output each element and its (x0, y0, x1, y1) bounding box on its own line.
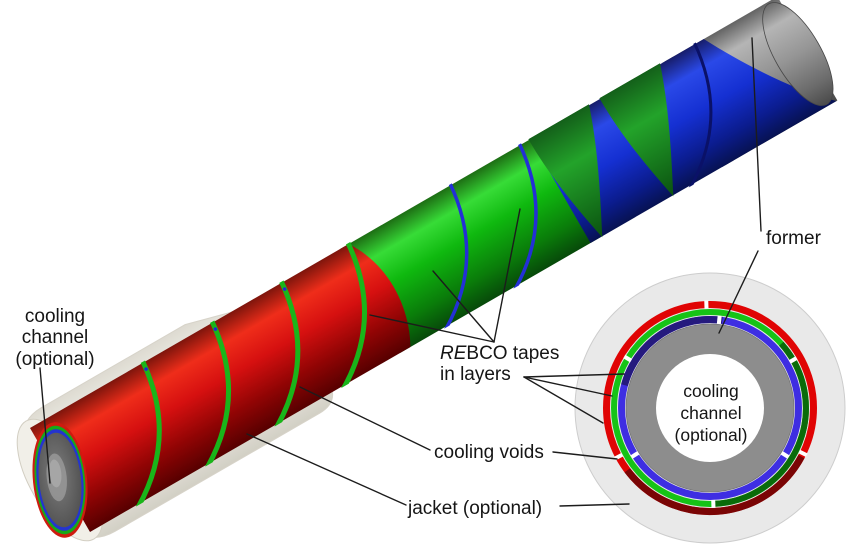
cs-cooling-void (623, 354, 633, 363)
cs-cooling-void (780, 451, 790, 459)
cross-section (574, 272, 846, 544)
label-rebco-rest: BCO tapes (466, 343, 559, 364)
blue-layer-peek-dot (213, 327, 218, 331)
leader-layers-to-cs-red (523, 376, 604, 424)
leader-former-down (718, 250, 759, 334)
label-rebco-tapes: REBCO tapes (440, 343, 559, 364)
leader-rebco-to-red (369, 314, 495, 343)
cs-cooling-channel (656, 354, 764, 462)
cs-cooling-void (711, 499, 716, 509)
leader-lines (39, 37, 762, 507)
cs-rebco-layer-green-shaded (713, 341, 809, 507)
label-cooling-channel-cs: cooling (683, 381, 738, 401)
cooling-void-stripe (205, 318, 231, 469)
label-rebco-italic: RE (440, 343, 467, 364)
green-tape-sail (599, 63, 674, 197)
leader-rebco-to-green (432, 270, 495, 343)
leader-jacket-to-cs (559, 503, 630, 507)
leader-cooling-channel-3d (39, 367, 51, 484)
leader-layers-to-cs-blue (523, 373, 625, 378)
blue-tape-separation (688, 40, 713, 190)
cooling-void-stripe (274, 278, 301, 429)
blue-layer-peek-dot (282, 287, 287, 291)
cooling-void-stripe (341, 239, 367, 391)
former-end-cap (762, 2, 834, 106)
cable-red-layer (30, 244, 411, 532)
cs-cooling-void (716, 315, 722, 325)
leader-layers-to-cs-green (523, 376, 613, 397)
leader-former-up (751, 37, 762, 232)
label-cooling-channel-3d: cooling (25, 306, 85, 327)
cs-cooling-void (798, 449, 808, 457)
label-cooling-channel-3d: (optional) (15, 349, 94, 370)
cs-cooling-void (704, 300, 709, 309)
label-rebco-in-layers: in layers (440, 364, 511, 385)
cs-rebco-layer-red-shaded (624, 454, 805, 515)
leader-voids-to-cable (299, 386, 431, 451)
cooling-void-stripe (136, 358, 162, 509)
leader-jacket-to-cable (246, 433, 407, 506)
cooling-channel-hole-highlight (49, 459, 62, 488)
label-jacket: jacket (optional) (407, 498, 542, 519)
cooling-void-stripe-blue (444, 181, 469, 331)
label-cooling-voids: cooling voids (434, 442, 544, 463)
cs-rebco-layer-blue-shaded (621, 316, 723, 387)
label-former: former (766, 228, 822, 249)
cable-end-face (32, 422, 88, 538)
cooling-void-stripe-blue (513, 141, 538, 291)
cs-cooling-void (788, 356, 798, 364)
cable-green-layer (340, 133, 601, 353)
label-cooling-channel-cs: channel (680, 403, 741, 423)
green-tape-sail (528, 104, 603, 238)
label-cooling-channel-cs: (optional) (675, 425, 748, 445)
labels: cooling channel (optional) former REBCO … (15, 228, 821, 519)
leader-voids-to-cs (552, 451, 618, 460)
cs-cooling-void (630, 451, 640, 459)
blue-layer-peek-dot (144, 367, 148, 371)
label-cooling-channel-3d: channel (22, 327, 89, 348)
leader-rebco-to-blue (493, 208, 521, 343)
